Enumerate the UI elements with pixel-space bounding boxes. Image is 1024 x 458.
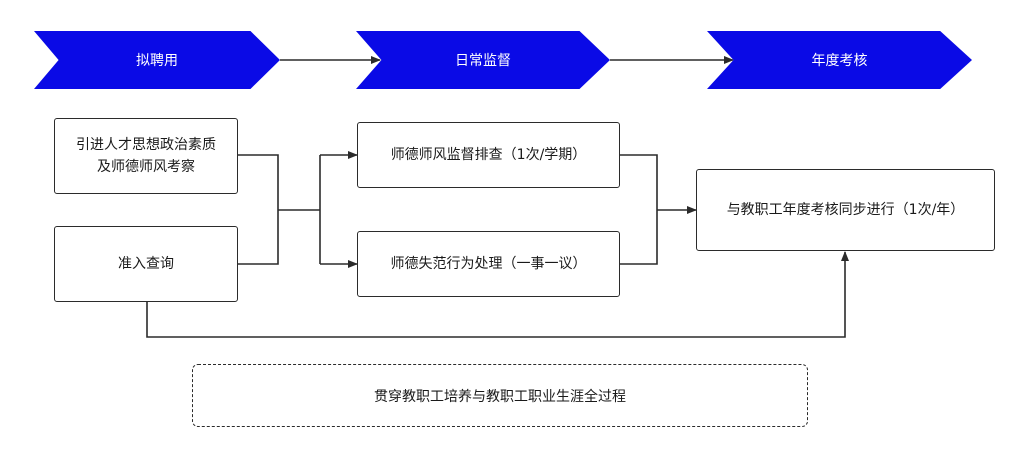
box-misconduct-handling: 师德失范行为处理（一事一议） — [357, 231, 620, 297]
box-text: 准入查询 — [118, 256, 174, 272]
box-annual-review: 与教职工年度考核同步进行（1次/年） — [696, 169, 995, 251]
stage-label: 年度考核 — [811, 53, 868, 69]
footer-dashed-note: 贯穿教职工培养与教职工职业生涯全过程 — [192, 364, 808, 427]
stage-label: 日常监督 — [455, 53, 511, 69]
connector-ideology-to-merge — [238, 154, 279, 210]
box-text-line1: 引进人才思想政治素质 — [76, 137, 216, 153]
box-ideology-check: 引进人才思想政治素质 及师德师风考察 — [54, 118, 238, 194]
box-text: 与教职工年度考核同步进行（1次/年） — [726, 202, 965, 218]
stage-chevron-daily-supervision: 日常监督 — [356, 31, 610, 89]
box-text: 师德失范行为处理（一事一议） — [390, 256, 587, 272]
box-text-line2: 及师德师风考察 — [97, 159, 195, 175]
connector-misconduct-to-merge — [620, 210, 658, 265]
connector-query-to-merge — [238, 210, 279, 265]
connector-supervision-to-merge — [620, 154, 658, 210]
box-access-query: 准入查询 — [54, 226, 238, 302]
stage-chevron-pre-hire: 拟聘用 — [34, 31, 280, 89]
stage-label: 拟聘用 — [136, 53, 178, 69]
box-supervision-check: 师德师风监督排查（1次/学期） — [357, 122, 620, 188]
footer-text: 贯穿教职工培养与教职工职业生涯全过程 — [374, 388, 626, 405]
stage-chevron-annual-review: 年度考核 — [707, 31, 972, 89]
box-text: 师德师风监督排查（1次/学期） — [390, 147, 587, 163]
arrow-query-to-annual-review — [146, 251, 849, 338]
